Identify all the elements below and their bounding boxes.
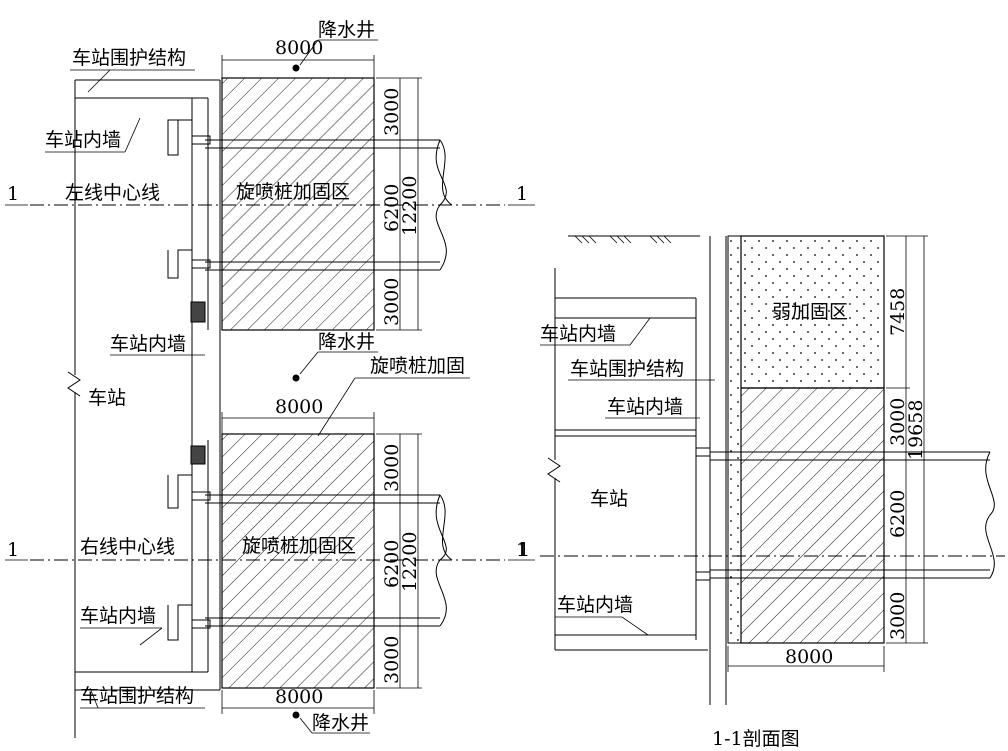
section-station-label: 车站 xyxy=(590,488,628,510)
plan-top-dim-1: 3000 xyxy=(381,88,403,136)
section-dimensions xyxy=(727,235,928,672)
plan-top-zone-label: 旋喷桩加固区 xyxy=(236,181,350,203)
plan-top-dim-3: 3000 xyxy=(381,278,403,326)
plan-bottom-dim-2: 6200 xyxy=(381,540,403,588)
plan-bottom-enclosure-label: 车站围护结构 xyxy=(80,685,194,707)
plan-top-jet-grout-zone xyxy=(221,77,375,331)
section-structure xyxy=(547,235,727,705)
plan-bottom-total-dim: 12200 xyxy=(399,532,421,592)
plan-bottom-centerline-label: 右线中心线 xyxy=(80,536,175,558)
plan-station-walls xyxy=(67,79,221,738)
plan-top-dimensions xyxy=(221,39,422,331)
plan-bottom-jet-grout-zone xyxy=(221,433,375,689)
plan-bottom-inner-wall-label: 车站内墙 xyxy=(80,605,156,627)
section-leaders xyxy=(540,317,715,636)
section-inner-wall-label-3: 车站内墙 xyxy=(557,594,633,616)
plan-bottom-dimensions xyxy=(221,433,422,734)
plan-bottom-zone-label: 旋喷桩加固区 xyxy=(242,535,356,557)
section-dim-3: 6200 xyxy=(887,490,909,538)
section-enclosure-label: 车站围护结构 xyxy=(570,358,684,380)
section-tunnel xyxy=(710,451,995,579)
section-inner-wall-label-1: 车站内墙 xyxy=(540,323,616,345)
section-section-mark: 1 xyxy=(518,539,530,561)
section-dim-2: 3000 xyxy=(887,398,909,446)
plan-middle-annotations xyxy=(110,351,470,437)
plan-middle-station-label: 车站 xyxy=(88,387,126,409)
plan-top-section-mark-right: 1 xyxy=(516,183,528,205)
section-jet-grout-zone xyxy=(740,387,885,644)
plan-top-inner-wall-label: 车站内墙 xyxy=(45,129,121,151)
section-weak-reinforcement-zone xyxy=(740,235,885,389)
plan-middle-inner-wall-label: 车站内墙 xyxy=(110,333,186,355)
plan-top-section-mark-left: 1 xyxy=(7,183,19,205)
plan-middle-jet-label: 旋喷桩加固 xyxy=(370,355,465,377)
section-wall-strip xyxy=(727,235,742,644)
plan-top-centerline-label: 左线中心线 xyxy=(65,182,160,204)
plan-top-enclosure-label: 车站围护结构 xyxy=(72,47,186,69)
section-total-dim: 19658 xyxy=(905,400,927,460)
plan-leaders xyxy=(45,69,205,709)
plan-bottom-width-dim: 8000 xyxy=(275,686,323,708)
plan-bottom-section-mark-left: 1 xyxy=(7,539,19,561)
section-title: 1-1剖面图 xyxy=(712,728,800,750)
plan-middle-well-label: 降水井 xyxy=(318,331,375,353)
plan-bottom-dim-1: 3000 xyxy=(381,444,403,492)
plan-inner-wall-stubs xyxy=(167,119,211,641)
plan-bottom-dim-3: 3000 xyxy=(381,636,403,684)
section-dim-1: 7458 xyxy=(887,288,909,336)
plan-top-width-dim: 8000 xyxy=(275,37,323,59)
plan-top-total-dim: 12200 xyxy=(399,176,421,236)
plan-bottom-section-mark-right: 1 xyxy=(516,539,528,561)
plan-middle-width-dim: 8000 xyxy=(275,396,323,418)
section-dim-4: 3000 xyxy=(887,592,909,640)
plan-top-dim-2: 6200 xyxy=(381,184,403,232)
section-width-dim: 8000 xyxy=(785,646,833,668)
plan-bottom-well-label: 降水井 xyxy=(312,712,369,734)
section-inner-wall-label-2: 车站内墙 xyxy=(607,396,683,418)
section-weak-zone-label: 弱加固区 xyxy=(772,301,848,323)
plan-top-well-label: 降水井 xyxy=(318,19,375,41)
